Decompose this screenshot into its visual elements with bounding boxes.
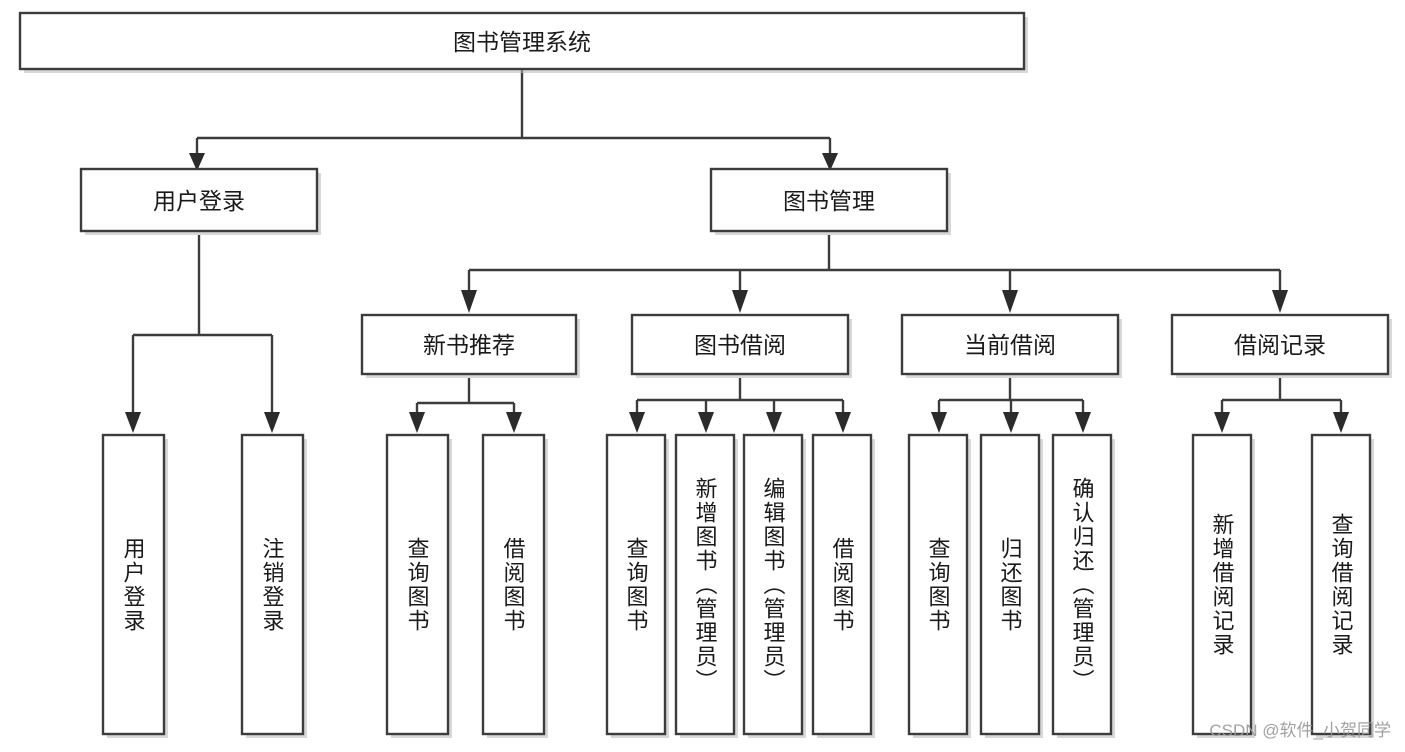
node-borrow-record[interactable]: 借阅记录 — [1170, 313, 1392, 378]
node-book-manage[interactable]: 图书管理 — [709, 167, 951, 235]
node-leaf-query-record[interactable]: 查询借阅记录 — [1310, 433, 1374, 738]
root-label: 图书管理系统 — [453, 29, 591, 55]
arrow-head-leaf-query-book-borrow — [629, 412, 645, 433]
node-leaf-user-login[interactable]: 用户登录 — [101, 433, 168, 738]
node-leaf-add-record[interactable]: 新增借阅记录 — [1191, 433, 1255, 738]
arrow-head-leaf-query-book-cur — [931, 412, 947, 433]
connector-book-borrow-to-leaves — [635, 378, 845, 415]
arrow-head-leaf-return-book — [1003, 412, 1019, 433]
connector-root-to-level2 — [195, 69, 832, 155]
node-leaf-add-book[interactable]: 新增图书（管理员） — [674, 433, 738, 738]
node-leaf-logout[interactable]: 注销登录 — [240, 433, 307, 738]
leaf-borrow-book-box — [811, 433, 873, 736]
leaf-user-login-box — [101, 433, 166, 736]
node-leaf-query-book-cur[interactable]: 查询图书 — [907, 433, 971, 738]
node-leaf-query-book-rec[interactable]: 查询图书 — [385, 433, 452, 738]
leaf-query-book-cur-box — [907, 433, 969, 736]
arrow-head-leaf-query-record — [1333, 412, 1349, 433]
leaf-edit-book-label: 编辑图书（管理员） — [761, 477, 786, 693]
current-borrow-label: 当前借阅 — [964, 332, 1056, 358]
leaf-add-record-box — [1191, 433, 1253, 736]
node-leaf-borrow-book[interactable]: 借阅图书 — [811, 433, 875, 738]
arrow-head-leaf-add-record — [1214, 412, 1230, 433]
book-borrow-box — [630, 313, 850, 376]
root-box — [18, 11, 1026, 71]
book-borrow-label: 图书借阅 — [694, 332, 786, 358]
connector-layer — [125, 69, 1349, 433]
node-leaf-confirm-return[interactable]: 确认归还（管理员） — [1051, 433, 1115, 738]
leaf-add-book-box — [674, 433, 736, 736]
connector-user-login-to-leaves — [131, 235, 274, 415]
arrow-head-leaf-logout — [264, 412, 280, 433]
leaf-borrow-book-rec-box — [481, 433, 546, 736]
connector-current-borrow-to-leaves — [937, 378, 1085, 415]
node-current-borrow[interactable]: 当前借阅 — [900, 313, 1122, 378]
arrow-head-leaf-confirm-return — [1075, 412, 1091, 433]
leaf-add-book-label: 新增图书（管理员） — [693, 477, 718, 693]
arrow-head-book-borrow — [732, 290, 748, 313]
new-book-rec-box — [360, 313, 578, 376]
node-user-login[interactable]: 用户登录 — [79, 167, 321, 235]
leaf-borrow-book-rec-label: 借阅图书 — [501, 537, 526, 633]
user-login-label: 用户登录 — [153, 188, 245, 214]
leaf-query-book-rec-label: 查询图书 — [405, 537, 430, 633]
arrow-head-leaf-borrow-book — [835, 412, 851, 433]
arrow-head-borrow-record — [1272, 290, 1288, 313]
borrow-record-label: 借阅记录 — [1234, 332, 1326, 358]
connector-borrow-record-to-leaves — [1220, 378, 1343, 415]
leaf-query-record-label: 查询借阅记录 — [1329, 513, 1354, 657]
book-manage-label: 图书管理 — [783, 188, 875, 214]
user-login-box — [79, 167, 319, 233]
leaf-edit-book-box — [742, 433, 804, 736]
node-leaf-edit-book[interactable]: 编辑图书（管理员） — [742, 433, 806, 738]
node-leaf-borrow-book-rec[interactable]: 借阅图书 — [481, 433, 548, 738]
leaf-confirm-return-box — [1051, 433, 1113, 736]
book-manage-box — [709, 167, 949, 233]
node-leaf-return-book[interactable]: 归还图书 — [979, 433, 1043, 738]
arrow-head-book-manage — [822, 153, 838, 171]
node-leaf-query-book-borrow[interactable]: 查询图书 — [605, 433, 669, 738]
arrow-head-leaf-add-book — [698, 412, 714, 433]
arrow-head-user-login — [189, 153, 205, 171]
connector-new-book-rec-to-leaves — [415, 378, 516, 415]
leaf-query-book-cur-label: 查询图书 — [926, 537, 951, 633]
leaf-logout-box — [240, 433, 305, 736]
current-borrow-box — [900, 313, 1120, 376]
leaf-query-record-box — [1310, 433, 1372, 736]
node-root[interactable]: 图书管理系统 — [18, 11, 1028, 73]
leaf-user-login-label: 用户登录 — [121, 537, 146, 633]
borrow-record-box — [1170, 313, 1390, 376]
arrow-head-new-book-rec — [461, 290, 477, 313]
leaf-query-book-rec-box — [385, 433, 450, 736]
leaf-query-book-borrow-label: 查询图书 — [624, 537, 649, 633]
arrow-head-leaf-borrow-book-rec — [506, 412, 522, 433]
node-book-borrow[interactable]: 图书借阅 — [630, 313, 852, 378]
leaf-logout-label: 注销登录 — [260, 537, 285, 633]
new-book-rec-label: 新书推荐 — [423, 332, 515, 358]
node-new-book-rec[interactable]: 新书推荐 — [360, 313, 580, 378]
arrow-head-leaf-query-book-rec — [409, 412, 425, 433]
arrow-head-leaf-edit-book — [766, 412, 782, 433]
connector-book-manage-to-level3 — [467, 235, 1282, 292]
leaf-borrow-book-label: 借阅图书 — [830, 537, 855, 633]
leaf-confirm-return-label: 确认归还（管理员） — [1070, 477, 1095, 693]
leaf-return-book-label: 归还图书 — [998, 537, 1023, 633]
leaf-add-record-label: 新增借阅记录 — [1210, 513, 1235, 657]
leaf-return-book-box — [979, 433, 1041, 736]
arrow-head-current-borrow — [1002, 290, 1018, 313]
leaf-query-book-borrow-box — [605, 433, 667, 736]
arrow-head-leaf-user-login — [125, 412, 141, 433]
